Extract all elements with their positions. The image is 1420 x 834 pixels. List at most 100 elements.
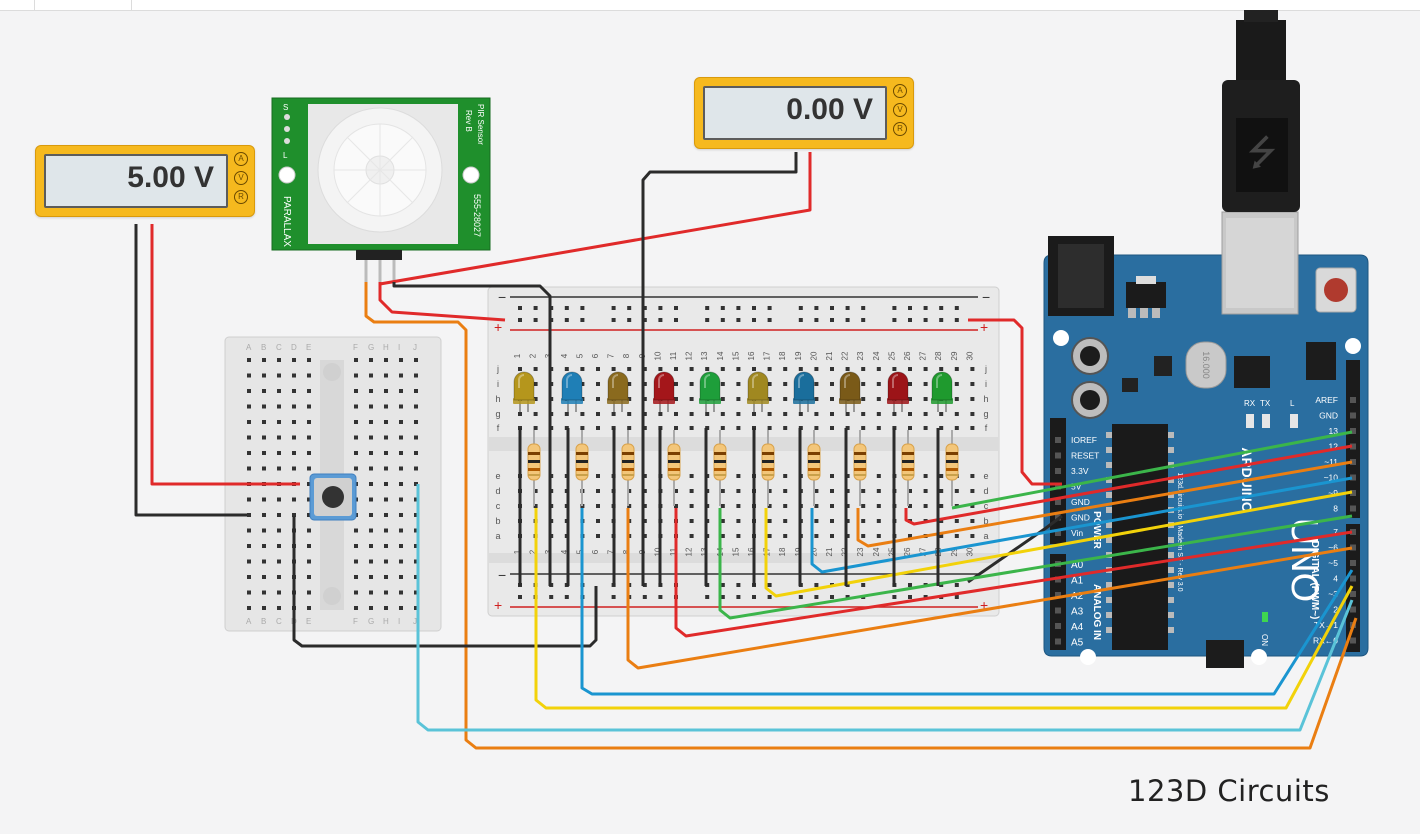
hole[interactable] — [307, 606, 311, 610]
hole[interactable] — [954, 412, 959, 416]
hole[interactable] — [876, 519, 881, 523]
hole[interactable] — [923, 412, 928, 416]
rail-hole[interactable] — [845, 595, 850, 599]
hole[interactable] — [861, 367, 866, 371]
rail-hole[interactable] — [518, 595, 522, 599]
hole[interactable] — [564, 412, 569, 416]
hole[interactable] — [783, 367, 788, 371]
rail-hole[interactable] — [580, 318, 585, 322]
hole[interactable] — [247, 389, 251, 393]
wire-green[interactable] — [951, 430, 1353, 510]
hole[interactable] — [307, 435, 311, 440]
rail-hole[interactable] — [564, 318, 569, 322]
rail-hole[interactable] — [923, 318, 928, 322]
hole[interactable] — [689, 382, 694, 386]
hole[interactable] — [277, 389, 281, 393]
hole[interactable] — [262, 451, 266, 455]
hole[interactable] — [307, 590, 311, 595]
hole[interactable] — [954, 534, 959, 538]
rail-hole[interactable] — [923, 306, 928, 310]
hole[interactable] — [642, 534, 647, 538]
hole[interactable] — [689, 504, 694, 508]
rail-hole[interactable] — [814, 595, 819, 599]
rail-hole[interactable] — [814, 583, 819, 587]
hole[interactable] — [736, 367, 741, 371]
hole[interactable] — [876, 412, 881, 416]
hole[interactable] — [689, 367, 694, 371]
hole[interactable] — [262, 358, 266, 362]
hole[interactable] — [307, 389, 311, 393]
hole[interactable] — [354, 466, 358, 471]
hole[interactable] — [736, 534, 741, 538]
hole[interactable] — [277, 575, 281, 579]
hole[interactable] — [533, 412, 538, 416]
wire-orange[interactable] — [364, 282, 1358, 750]
rail-hole[interactable] — [627, 318, 632, 322]
hole[interactable] — [399, 420, 403, 424]
hole[interactable] — [596, 519, 600, 523]
wire-black[interactable] — [967, 514, 1063, 584]
volt-mode-button[interactable]: V — [234, 171, 248, 185]
rail-hole[interactable] — [705, 595, 710, 599]
hole[interactable] — [783, 534, 788, 538]
hole[interactable] — [783, 426, 788, 430]
hole[interactable] — [705, 367, 710, 371]
hole[interactable] — [720, 519, 725, 523]
hole[interactable] — [277, 466, 281, 471]
hole[interactable] — [814, 504, 819, 508]
hole[interactable] — [262, 389, 266, 393]
hole[interactable] — [277, 559, 281, 564]
hole[interactable] — [369, 528, 373, 533]
hole[interactable] — [876, 534, 881, 538]
rail-hole[interactable] — [658, 306, 663, 310]
hole[interactable] — [767, 489, 772, 493]
hole[interactable] — [414, 528, 418, 533]
hole[interactable] — [954, 519, 959, 523]
hole[interactable] — [414, 466, 418, 471]
rail-hole[interactable] — [845, 583, 850, 587]
hole[interactable] — [783, 382, 788, 386]
hole[interactable] — [596, 426, 600, 430]
hole[interactable] — [627, 489, 632, 493]
hole[interactable] — [369, 435, 373, 440]
hole[interactable] — [736, 489, 741, 493]
hole[interactable] — [830, 397, 834, 401]
hole[interactable] — [307, 544, 311, 548]
rail-hole[interactable] — [798, 306, 803, 310]
hole[interactable] — [627, 426, 632, 430]
hole[interactable] — [277, 404, 281, 409]
hole[interactable] — [674, 412, 678, 416]
hole[interactable] — [247, 528, 251, 533]
hole[interactable] — [533, 504, 538, 508]
hole[interactable] — [596, 412, 600, 416]
wire-blue[interactable] — [810, 476, 1353, 574]
hole[interactable] — [689, 397, 694, 401]
hole[interactable] — [814, 489, 819, 493]
power-header[interactable] — [1050, 418, 1066, 544]
rail-hole[interactable] — [720, 318, 725, 322]
hole[interactable] — [736, 519, 741, 523]
hole[interactable] — [705, 412, 710, 416]
hole[interactable] — [861, 534, 866, 538]
hole[interactable] — [307, 358, 311, 362]
hole[interactable] — [384, 389, 388, 393]
hole[interactable] — [908, 382, 912, 386]
hole[interactable] — [580, 412, 585, 416]
rail-hole[interactable] — [767, 306, 772, 310]
rail-hole[interactable] — [845, 306, 850, 310]
hole[interactable] — [830, 426, 834, 430]
hole[interactable] — [307, 373, 311, 378]
rail-hole[interactable] — [642, 583, 647, 587]
hole[interactable] — [369, 606, 373, 610]
hole[interactable] — [939, 534, 944, 538]
hole[interactable] — [262, 373, 266, 378]
rail-hole[interactable] — [892, 306, 897, 310]
hole[interactable] — [277, 590, 281, 595]
hole[interactable] — [939, 426, 944, 430]
wire-red[interactable] — [674, 508, 1353, 638]
hole[interactable] — [736, 412, 741, 416]
hole[interactable] — [369, 373, 373, 378]
hole[interactable] — [970, 489, 975, 493]
toolbar-segment[interactable] — [0, 0, 35, 10]
rail-hole[interactable] — [533, 318, 538, 322]
